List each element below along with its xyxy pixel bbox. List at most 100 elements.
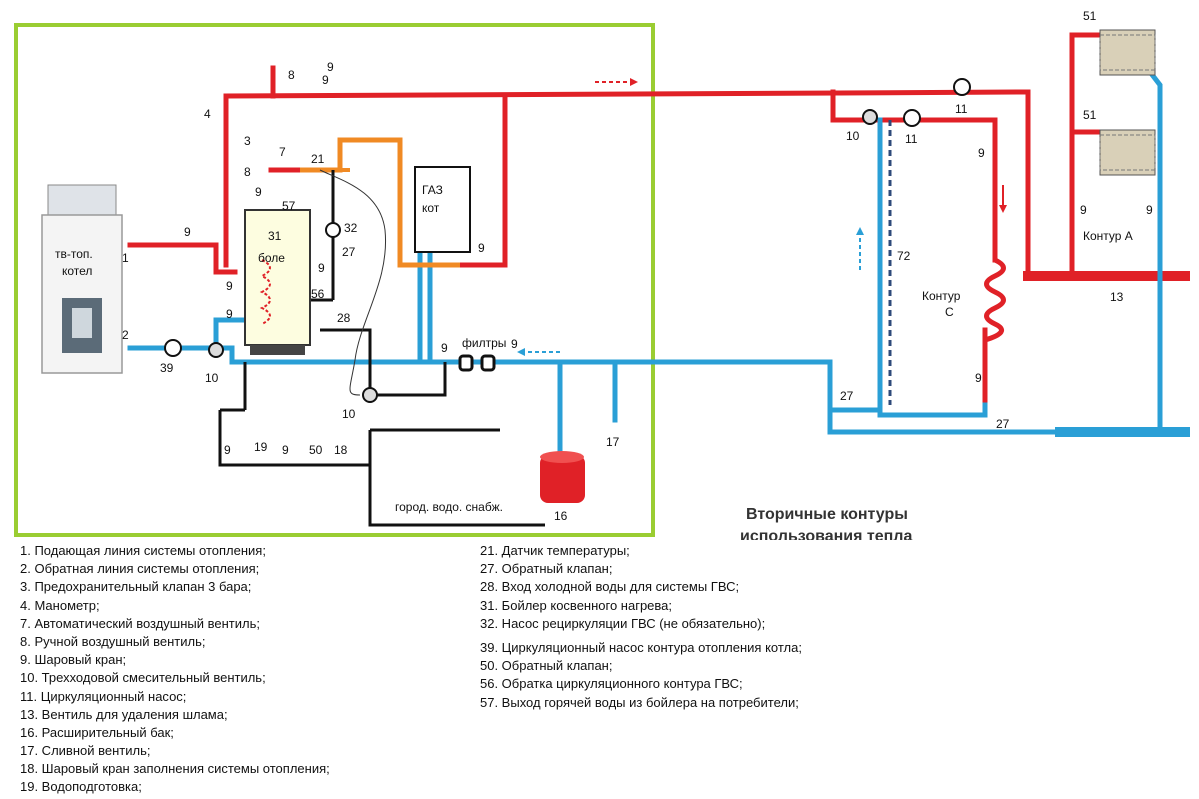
label-50: 50 bbox=[309, 443, 323, 457]
return-lines bbox=[127, 68, 1190, 458]
legend-item: 16. Расширительный бак; bbox=[20, 724, 174, 740]
label-51-bottom: 51 bbox=[1083, 108, 1097, 122]
label-21: 21 bbox=[311, 152, 325, 166]
mixing-valve-10-right bbox=[862, 109, 878, 125]
label-9-a-left: 9 bbox=[1080, 203, 1087, 217]
legend-right: 21. Датчик температуры; 27. Обратный кла… bbox=[480, 542, 802, 712]
radiator-upper bbox=[1099, 29, 1156, 76]
gas-boiler-label-2: кот bbox=[422, 201, 440, 215]
circuit-c-coil bbox=[984, 257, 1006, 343]
solid-fuel-boiler bbox=[41, 184, 123, 374]
label-9-19l: 9 bbox=[224, 443, 231, 457]
label-57: 57 bbox=[282, 199, 296, 213]
secondary-title-2: использования тепла bbox=[740, 528, 912, 540]
label-9-57: 9 bbox=[255, 185, 262, 199]
mixing-valve-10-center bbox=[362, 387, 378, 403]
label-9-filter-r: 9 bbox=[511, 337, 518, 351]
label-1: 1 bbox=[122, 251, 129, 265]
primary-circuit-frame bbox=[14, 23, 655, 537]
indirect-boiler-31 bbox=[244, 209, 311, 355]
label-19: 19 bbox=[254, 440, 268, 454]
pump-32 bbox=[325, 222, 341, 238]
mixing-valve-10-left bbox=[208, 342, 224, 358]
legend-item: 18. Шаровый кран заполнения системы отоп… bbox=[20, 761, 330, 777]
gas-boiler-label-1: ГАЗ bbox=[422, 183, 443, 197]
label-9-c-top: 9 bbox=[978, 146, 985, 160]
legend-item: 17. Сливной вентиль; bbox=[20, 743, 151, 759]
label-27-boiler: 27 bbox=[342, 245, 356, 259]
label-39: 39 bbox=[160, 361, 174, 375]
label-27-right: 27 bbox=[840, 389, 854, 403]
label-9-arrow: 9 bbox=[327, 60, 334, 74]
label-9-c-bottom: 9 bbox=[975, 371, 982, 385]
expansion-tank bbox=[540, 451, 585, 503]
legend-item: 57. Выход горячей воды из бойлера на пот… bbox=[480, 694, 799, 710]
label-9-19r: 9 bbox=[282, 443, 289, 457]
heating-schematic: тв-топ. котел ГАЗ кот 31 боле bbox=[14, 9, 1190, 540]
label-9-a-right: 9 bbox=[1146, 203, 1153, 217]
pump-39 bbox=[164, 339, 182, 357]
legend-item: 28. Вход холодной воды для системы ГВС; bbox=[480, 579, 740, 595]
legend-item: 13. Вентиль для удаления шлама; bbox=[20, 706, 228, 722]
supply-lines bbox=[127, 32, 1190, 408]
sensor-wire-21 bbox=[319, 169, 387, 396]
filter-2 bbox=[480, 354, 496, 372]
legend-item: 10. Трехходовой смесительный вентиль; bbox=[20, 670, 266, 686]
gas-boiler bbox=[414, 166, 471, 253]
pump-11-left bbox=[903, 109, 921, 127]
legend-item: 27. Обратный клапан; bbox=[480, 561, 613, 577]
label-9-filter: 9 bbox=[441, 341, 448, 355]
label-13: 13 bbox=[1110, 290, 1124, 304]
label-9-27: 9 bbox=[318, 261, 325, 275]
label-51-top: 51 bbox=[1083, 9, 1097, 23]
label-9-b1: 9 bbox=[226, 279, 233, 293]
city-water-label: город. водо. снабж. bbox=[395, 500, 503, 514]
filters-label: филтры bbox=[462, 336, 506, 350]
legend-item: 11. Циркуляционный насос; bbox=[20, 688, 187, 704]
label-11-left: 11 bbox=[905, 132, 918, 146]
boiler-31-label: боле bbox=[258, 251, 285, 265]
legend-item: 1. Подающая линия системы отопления; bbox=[20, 543, 266, 558]
legend-item: 39. Циркуляционный насос контура отоплен… bbox=[480, 639, 802, 655]
label-9-gas: 9 bbox=[478, 241, 485, 255]
label-8-top: 8 bbox=[288, 68, 295, 82]
legend-item: 19. Водоподготовка; bbox=[20, 779, 142, 795]
circuit-c-label-1: Контур bbox=[922, 289, 961, 303]
label-9-b2: 9 bbox=[226, 307, 233, 321]
label-32: 32 bbox=[344, 221, 358, 235]
pump-11-right bbox=[953, 78, 971, 96]
label-8-boiler: 8 bbox=[244, 165, 251, 179]
cold-water-lines bbox=[218, 170, 545, 527]
legend-item: 8. Ручной воздушный вентиль; bbox=[20, 633, 206, 649]
legend-item: 3. Предохранительный клапан 3 бара; bbox=[20, 579, 252, 595]
tt-boiler-label-1: тв-топ. bbox=[55, 247, 93, 261]
label-17: 17 bbox=[606, 435, 620, 449]
legend-item: 7. Автоматический воздушный вентиль; bbox=[20, 615, 260, 631]
label-4: 4 bbox=[204, 107, 211, 121]
tt-boiler-label-2: котел bbox=[62, 264, 92, 278]
label-2: 2 bbox=[122, 328, 129, 342]
legend-item: 56. Обратка циркуляционного контура ГВС; bbox=[480, 676, 743, 692]
label-18: 18 bbox=[334, 443, 348, 457]
legend-item: 9. Шаровый кран; bbox=[20, 652, 127, 668]
label-3: 3 bbox=[244, 134, 251, 148]
secondary-title-1: Вторичные контуры bbox=[746, 506, 908, 523]
label-9-supply: 9 bbox=[184, 225, 191, 239]
label-56: 56 bbox=[311, 287, 325, 301]
legend-item: 21. Датчик температуры; bbox=[480, 543, 630, 558]
label-10-left: 10 bbox=[205, 371, 219, 385]
flow-arrows bbox=[517, 78, 1007, 356]
label-11-top: 11 bbox=[955, 102, 968, 116]
label-10-right: 10 bbox=[846, 129, 860, 143]
legend-item: 4. Манометр; bbox=[20, 597, 100, 613]
circuit-a-label: Контур А bbox=[1083, 229, 1133, 243]
legend-item: 2. Обратная линия системы отопления; bbox=[20, 561, 260, 577]
label-9-top: 9 bbox=[322, 73, 329, 87]
legend-item: 31. Бойлер косвенного нагрева; bbox=[480, 597, 673, 613]
boiler-31-number: 31 bbox=[268, 229, 282, 243]
label-7: 7 bbox=[279, 145, 286, 159]
label-72: 72 bbox=[897, 249, 911, 263]
legend-item: 50. Обратный клапан; bbox=[480, 658, 613, 674]
filter-1 bbox=[458, 354, 474, 372]
label-27-bottom: 27 bbox=[996, 417, 1010, 431]
